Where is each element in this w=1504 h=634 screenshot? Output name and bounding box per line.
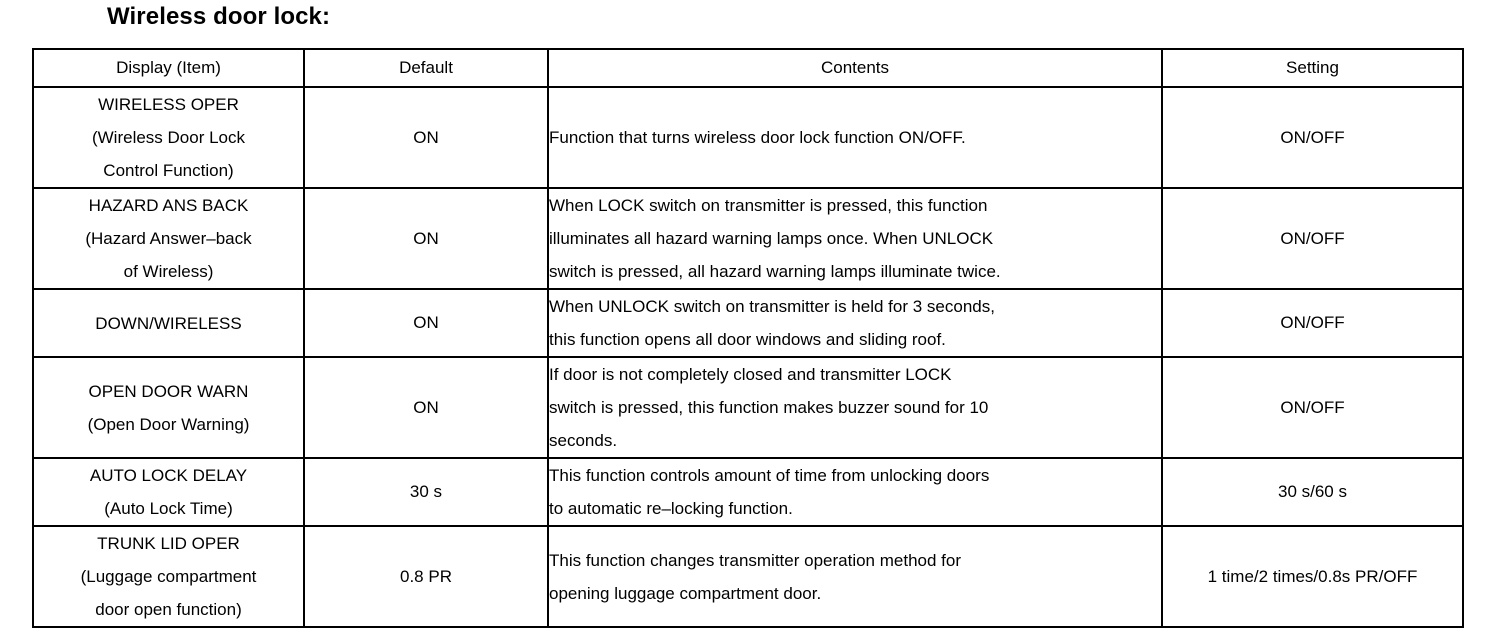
cell-setting-options: ON/OFF [1161, 187, 1464, 290]
contents-line: seconds. [549, 431, 618, 450]
table-header-row: Display (Item) Default Contents Setting [32, 48, 1464, 88]
cell-default-value: ON [303, 187, 549, 290]
table-row: HAZARD ANS BACK (Hazard Answer–back of Wir… [32, 187, 1464, 290]
contents-line: When UNLOCK switch on transmitter is hel… [549, 297, 995, 316]
cell-setting-options: ON/OFF [1161, 288, 1464, 358]
contents-line: When LOCK switch on transmitter is press… [549, 196, 988, 215]
display-item-line: OPEN DOOR WARN [88, 381, 249, 401]
cell-display-item: DOWN/WIRELESS [32, 288, 305, 358]
cell-contents-description: If door is not completely closed and tra… [547, 356, 1163, 459]
cell-contents-description: This function controls amount of time fr… [547, 457, 1163, 527]
cell-default-value: 0.8 PR [303, 525, 549, 628]
contents-line: switch is pressed, this function makes b… [549, 398, 989, 417]
contents-line: switch is pressed, all hazard warning la… [549, 262, 1001, 281]
cell-setting-options: 30 s/60 s [1161, 457, 1464, 527]
cell-display-item: OPEN DOOR WARN (Open Door Warning) [32, 356, 305, 459]
display-item-line: (Hazard Answer–back [85, 229, 252, 248]
spec-table-container: Display (Item) Default Contents Setting … [32, 48, 1464, 628]
display-item-line: DOWN/WIRELESS [95, 313, 242, 333]
cell-contents-description: Function that turns wireless door lock f… [547, 86, 1163, 189]
cell-default-value: ON [303, 356, 549, 459]
contents-line: this function opens all door windows and… [549, 330, 946, 349]
display-item-line: of Wireless) [123, 262, 214, 281]
contents-line: Function that turns wireless door lock f… [549, 128, 966, 147]
display-item-line: Control Function) [103, 161, 234, 180]
display-item-line: TRUNK LID OPER [97, 534, 240, 553]
contents-line: This function controls amount of time fr… [549, 466, 990, 485]
cell-display-item: HAZARD ANS BACK (Hazard Answer–back of Wir… [32, 187, 305, 290]
cell-contents-description: When LOCK switch on transmitter is press… [547, 187, 1163, 290]
display-item-line: (Luggage compartment [80, 567, 257, 586]
display-item-line: (Open Door Warning) [87, 414, 250, 434]
display-item-line: door open function) [95, 600, 242, 619]
column-header-contents: Contents [547, 48, 1163, 88]
contents-line: If door is not completely closed and tra… [549, 365, 952, 384]
column-header-setting: Setting [1161, 48, 1464, 88]
cell-default-value: ON [303, 86, 549, 189]
cell-display-item: AUTO LOCK DELAY (Auto Lock Time) [32, 457, 305, 527]
display-item-line: (Wireless Door Lock [91, 128, 246, 147]
cell-contents-description: This function changes transmitter operat… [547, 525, 1163, 628]
page-title: Wireless door lock: [107, 3, 331, 30]
cell-setting-options: 1 time/2 times/0.8s PR/OFF [1161, 525, 1464, 628]
contents-line: to automatic re–locking function. [549, 499, 793, 518]
cell-setting-options: ON/OFF [1161, 356, 1464, 459]
cell-display-item: TRUNK LID OPER (Luggage compartment door o… [32, 525, 305, 628]
wireless-door-lock-table: Display (Item) Default Contents Setting … [32, 48, 1464, 628]
cell-default-value: ON [303, 288, 549, 358]
column-header-default: Default [303, 48, 549, 88]
display-item-line: HAZARD ANS BACK [88, 196, 249, 215]
table-row: TRUNK LID OPER (Luggage compartment door o… [32, 525, 1464, 628]
cell-contents-description: When UNLOCK switch on transmitter is hel… [547, 288, 1163, 358]
table-header: Display (Item) Default Contents Setting [32, 48, 1464, 88]
cell-setting-options: ON/OFF [1161, 86, 1464, 189]
display-item-line: (Auto Lock Time) [104, 499, 233, 518]
contents-line: This function changes transmitter operat… [549, 550, 961, 570]
cell-default-value: 30 s [303, 457, 549, 527]
display-item-line: WIRELESS OPER [98, 95, 239, 114]
contents-line: opening luggage compartment door. [549, 583, 822, 603]
contents-line: illuminates all hazard warning lamps onc… [549, 229, 994, 248]
column-header-display: Display (Item) [32, 48, 305, 88]
display-item-line: AUTO LOCK DELAY [89, 466, 248, 485]
